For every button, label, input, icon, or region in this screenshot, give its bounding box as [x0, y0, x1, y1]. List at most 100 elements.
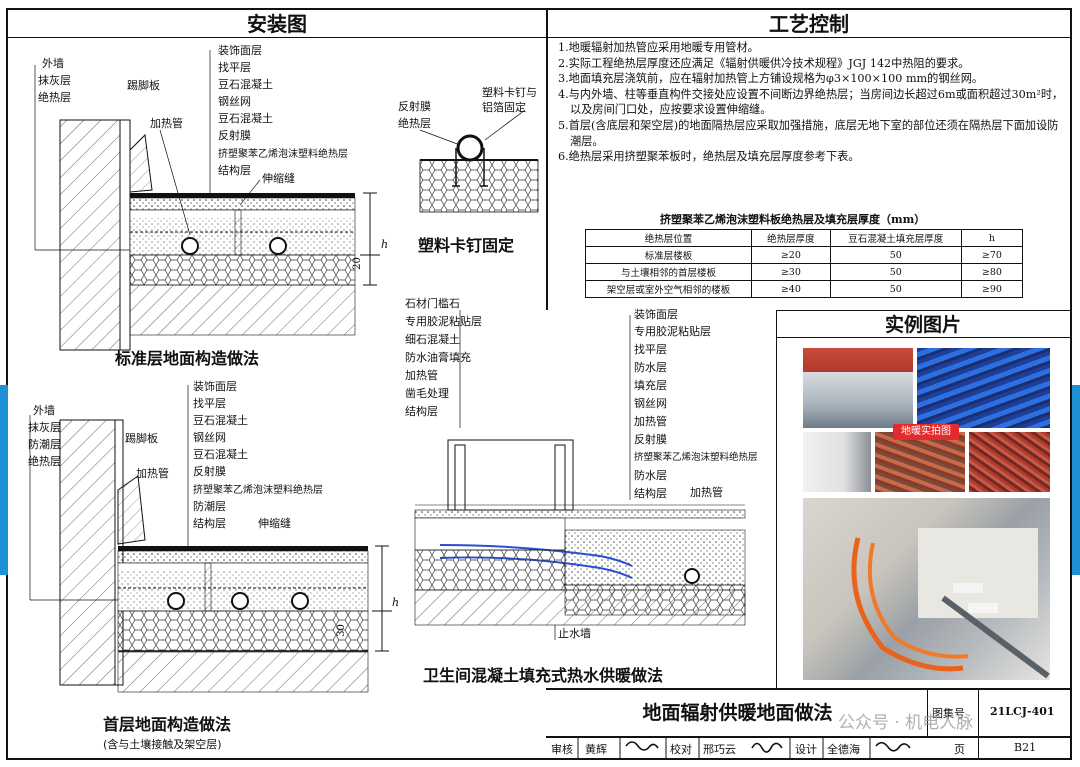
photo-manifold: [803, 348, 913, 428]
gf-label-skirting: 踢脚板: [125, 432, 158, 445]
std-label-joint: 伸缩缝: [262, 172, 295, 185]
table-cell: ≥80: [960, 263, 1024, 281]
section-divider: [546, 10, 548, 310]
clip-label-clip: 塑料卡钉与铝箔固定: [482, 86, 537, 114]
gf-label-wall: 外墙: [33, 404, 55, 417]
atlas-label: 图集号: [932, 707, 965, 720]
gf-dim-h: h: [392, 596, 400, 609]
bath-pipe-label: 加热管: [690, 486, 723, 499]
gf-layer: 装饰面层: [193, 380, 237, 393]
title-block-row: [546, 736, 1072, 738]
bath-right-label: 加热管: [634, 415, 667, 428]
bath-right-label: 找平层: [634, 343, 667, 356]
gf-layer: 豆石混凝土: [193, 414, 248, 427]
std-layer: 结构层: [218, 164, 251, 177]
floor-install-sketch: [851, 528, 1050, 679]
photo-blue-pipes: [917, 348, 1050, 428]
std-label-skirting: 踢脚板: [127, 79, 160, 92]
bath-left-label: 石材门槛石: [405, 297, 460, 310]
ground-floor-drawing: [29, 385, 392, 693]
bath-right-label: 填充层: [634, 379, 667, 392]
std-label-pipe: 加热管: [150, 117, 183, 130]
title-block-top: [546, 688, 1072, 690]
clip-label-insulation: 绝热层: [398, 117, 431, 130]
bathroom-drawing: [414, 310, 746, 640]
table-cell: ≥40: [751, 280, 831, 298]
bath-left-label: 加热管: [405, 369, 438, 382]
gf-label-joint: 伸缩缝: [258, 517, 291, 530]
std-label-wall: 外墙: [42, 57, 64, 70]
left-side-tab: [0, 385, 8, 575]
gf-layer: 挤塑聚苯乙烯泡沫塑料绝热层: [193, 485, 323, 496]
photo-boiler: [803, 432, 871, 492]
table-cell: ≥90: [960, 280, 1024, 298]
designer-name: 全德海: [827, 743, 860, 756]
thickness-table: 绝热层位置 绝热层厚度 豆石混凝土填充层厚度 h 标准层楼板 ≥20 50 ≥7…: [584, 229, 1024, 298]
table-row: 架空层或室外空气相邻的楼板 ≥40 50 ≥90: [584, 280, 1024, 298]
table-row: 与土壤相邻的首层楼板 ≥30 50 ≥80: [584, 263, 1024, 281]
bath-right-label: 专用胶泥粘贴层: [634, 325, 711, 338]
table-cell: 架空层或室外空气相邻的楼板: [584, 280, 753, 298]
bath-right-label: 装饰面层: [634, 308, 678, 321]
photo-red-pipes-2: [969, 432, 1050, 492]
drawing-title: 地面辐射供暖地面做法: [548, 690, 928, 736]
std-layer: 反射膜: [218, 129, 251, 142]
checker-name: 邢巧云: [703, 743, 736, 756]
process-notes: 1.地暖辐射加热管应采用地暖专用管材。 2.实际工程绝热层厚度还应满足《辐射供暖…: [558, 40, 1064, 165]
std-layer: 豆石混凝土: [218, 112, 273, 125]
std-dim: 20: [351, 257, 363, 270]
photo-red-pipes: [875, 432, 965, 492]
check-label: 校对: [670, 743, 692, 756]
clip-caption: 塑料卡钉固定: [418, 236, 515, 255]
atlas-number: 21LCJ-401: [990, 705, 1055, 718]
std-layer: 挤塑聚苯乙烯泡沫塑料绝热层: [218, 149, 348, 160]
std-layer: 找平层: [218, 61, 251, 74]
gf-dim: 30: [335, 624, 347, 637]
page-label: 页: [954, 743, 965, 756]
page-number: B21: [1014, 741, 1037, 754]
bath-right-label: 结构层: [634, 487, 667, 500]
process-section-title: 工艺控制: [548, 10, 1070, 38]
bath-water-stop: 止水墙: [558, 627, 591, 640]
bath-left-label: 凿毛处理: [405, 387, 449, 400]
standard-floor-drawing: [34, 50, 380, 351]
photo-badge: 地暖实拍图: [893, 424, 959, 440]
right-side-tab: [1072, 385, 1080, 575]
photo-floor-install: [803, 498, 1050, 680]
title-block-divider: [978, 690, 979, 760]
note-item: 6.绝热层采用挤塑聚苯板时，绝热层及填充层厚度参考下表。: [558, 150, 860, 164]
bath-left-label: 结构层: [405, 405, 438, 418]
bath-left-label: 专用胶泥粘贴层: [405, 315, 482, 328]
gf-label-pipe: 加热管: [136, 467, 169, 480]
watermark: 公众号 · 机电人脉: [838, 713, 974, 733]
bath-right-label: 挤塑聚苯乙烯泡沫塑料绝热层: [634, 452, 758, 463]
table-cell: 50: [829, 280, 962, 298]
std-label-plaster: 抹灰层: [38, 74, 71, 87]
clip-detail-drawing: [419, 109, 539, 213]
design-label: 设计: [795, 743, 817, 756]
gf-layer: 找平层: [193, 397, 226, 410]
std-dim-h: h: [381, 238, 389, 251]
std-caption: 标准层地面构造做法: [115, 349, 260, 368]
std-layer: 钢丝网: [218, 95, 251, 108]
std-layer: 装饰面层: [218, 44, 262, 57]
photo-panel: [776, 310, 1070, 688]
std-layer: 豆石混凝土: [218, 78, 273, 91]
gf-layer: 钢丝网: [193, 431, 226, 444]
gf-caption-sub: (含与土壤接触及架空层): [103, 738, 222, 751]
review-label: 审核: [551, 743, 573, 756]
clip-label-film: 反射膜: [398, 100, 431, 113]
note-item: 1.地暖辐射加热管应采用地暖专用管材。: [558, 41, 759, 54]
gf-label-plaster: 抹灰层: [28, 421, 61, 434]
std-label-insulation: 绝热层: [38, 91, 71, 104]
note-item: 4.与内外墙、柱等垂直构件交接处应设置不间断边界绝热层；当房间边长超过6m或面积…: [558, 87, 1064, 117]
install-section-title: 安装图: [8, 10, 546, 38]
bath-caption: 卫生间混凝土填充式热水供暖做法: [423, 666, 664, 685]
bath-right-label: 钢丝网: [634, 397, 667, 410]
bath-right-label: 防水层: [634, 361, 667, 374]
photo-section-title: 实例图片: [776, 312, 1070, 338]
note-item: 2.实际工程绝热层厚度还应满足《辐射供暖供冷技术规程》JGJ 142中热阻的要求…: [558, 56, 970, 70]
bath-right-label: 防水层: [634, 469, 667, 482]
gf-label-insulation: 绝热层: [28, 455, 61, 468]
